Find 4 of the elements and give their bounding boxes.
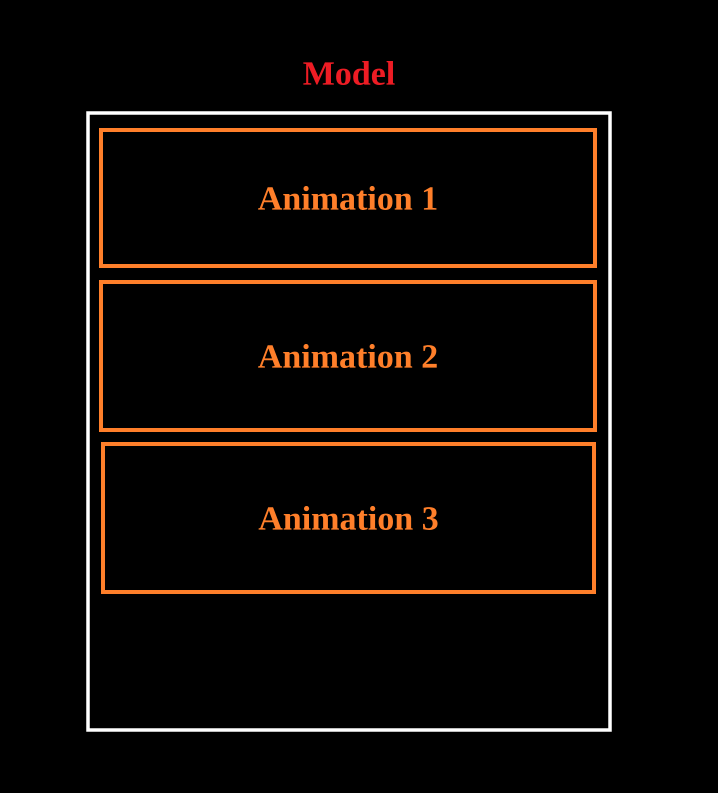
box-heading: Model <box>303 61 395 85</box>
animation-box: Animation 1 <box>99 128 597 268</box>
animation-box: Animation 3 <box>101 442 596 594</box>
animation-box: Animation 2 <box>99 280 597 432</box>
